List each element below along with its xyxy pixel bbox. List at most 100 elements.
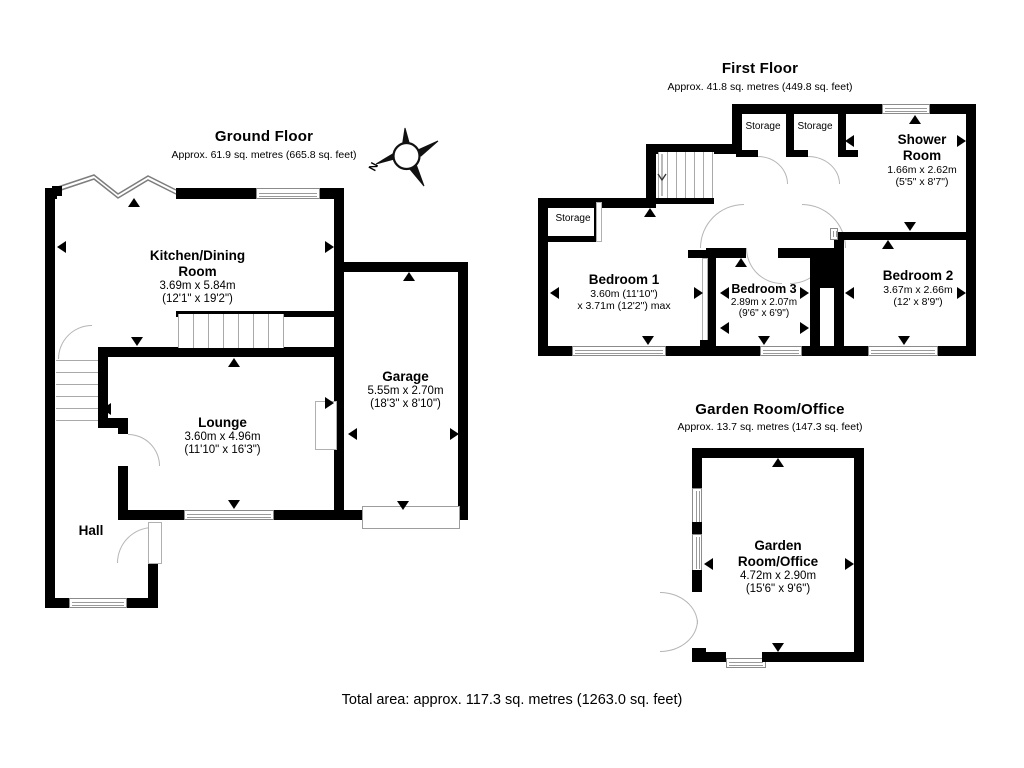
room-label-bedroom-1: Bedroom 1 3.60m (11'10") x 3.71m (12'2")…: [546, 272, 702, 312]
arrow-bedroom3-east-lower: [800, 322, 809, 334]
arrow-kitchen-west: [57, 241, 66, 253]
room-name-bedroom2: Bedroom 2: [882, 268, 954, 283]
garage-door-panel[interactable]: [362, 506, 460, 529]
wall-kitchen-lounge-divider: [98, 347, 344, 357]
wall-gf-top-stub: [45, 188, 57, 199]
wall-b1-b3-jog: [688, 250, 710, 258]
room-dim-bedroom3-metric: 2.89m x 2.07m: [730, 296, 798, 308]
wall-ff-step-v1: [732, 104, 742, 144]
wall-storage3-bottom: [548, 236, 594, 242]
arrow-garden-north: [772, 458, 784, 467]
wall-garden-left-b: [692, 522, 702, 536]
wall-bedroom3-right: [810, 248, 820, 356]
garden-room-title: Garden Room/Office: [695, 401, 845, 418]
wall-hall-bottom-left: [45, 598, 69, 608]
wall-bedroom3-top-right: [778, 248, 820, 258]
stairs-hall: [56, 360, 100, 422]
window-bedroom1-south: [572, 346, 666, 356]
arrow-kitchen-south: [131, 337, 143, 346]
arrow-lounge-west: [102, 403, 111, 415]
room-name-kitchen-line1: Kitchen/Dining: [149, 248, 246, 263]
wall-gf-left-upper: [45, 188, 55, 358]
wall-gf-top-right: [320, 188, 344, 199]
arrow-garage-west: [348, 428, 357, 440]
room-dim-kitchen-metric: 3.69m x 5.84m: [159, 279, 236, 292]
room-name-kitchen-line2: Room: [178, 263, 217, 279]
door-landing-to-bedroom3[interactable]: [746, 248, 782, 284]
storage-label-1: Storage: [745, 121, 781, 132]
wall-ff-bottom-c: [726, 346, 760, 356]
arrow-kitchen-east: [325, 241, 334, 253]
arrow-garage-east: [450, 428, 459, 440]
wall-ff-bottom-e: [834, 346, 868, 356]
room-dim-shower-metric: 1.66m x 2.62m: [887, 163, 957, 176]
window-kitchen-north: [256, 188, 320, 199]
room-dim-garden-metric: 4.72m x 2.90m: [739, 569, 817, 582]
door-under-stairs[interactable]: [58, 325, 92, 359]
total-area-text: Total area: approx. 117.3 sq. metres (12…: [341, 692, 683, 708]
arrow-lounge-south: [228, 500, 240, 509]
arrow-garden-east: [845, 558, 854, 570]
front-door-leaf[interactable]: [148, 522, 162, 564]
wall-hall-bottom-right: [127, 598, 158, 608]
arrow-bedroom3-north: [735, 258, 747, 267]
arrow-landing-north: [644, 208, 656, 217]
wall-garden-bottom-right: [762, 652, 864, 662]
arrow-bedroom3-west-lower: [720, 322, 729, 334]
wall-garage-top: [344, 262, 468, 272]
storage3-door-leaf[interactable]: [596, 202, 602, 242]
stairs-ground-floor: [178, 314, 284, 348]
room-label-bedroom-3: Bedroom 3 2.89m x 2.07m (9'6" x 6'9"): [714, 282, 814, 320]
wall-ff-bottom-a: [538, 346, 572, 356]
wall-gf-top-left: [176, 188, 256, 199]
first-floor-subtitle: Approx. 41.8 sq. metres (449.8 sq. feet): [667, 81, 853, 93]
wall-hall-lounge-lower: [118, 466, 128, 512]
window-bedroom2-south: [868, 346, 938, 356]
door-storage-2[interactable]: [808, 156, 840, 184]
arrow-shower-north: [909, 115, 921, 124]
room-name-garden-line1: Garden: [754, 538, 802, 553]
room-dim-lounge-metric: 3.60m x 4.96m: [184, 430, 261, 443]
wall-garden-left-c: [692, 570, 702, 592]
wall-bedroom3-top-left: [706, 248, 746, 258]
ground-floor-title: Ground Floor: [214, 128, 314, 145]
wall-garage-right: [458, 262, 468, 520]
wall-bedroom2-left: [834, 240, 844, 356]
room-label-bedroom-2: Bedroom 2 3.67m x 2.66m (12' x 8'9"): [848, 268, 988, 308]
arrow-bedroom3-south: [758, 336, 770, 345]
room-name-bedroom1: Bedroom 1: [588, 272, 660, 287]
window-garden-west-upper: [692, 488, 702, 526]
wall-hall-lounge-jog: [98, 418, 126, 428]
wall-ff-step-v2: [646, 144, 656, 200]
arrow-garage-north: [403, 272, 415, 281]
storage-label-3: Storage: [555, 213, 591, 224]
door-storage-1[interactable]: [758, 156, 788, 184]
room-label-hall: Hall: [48, 523, 134, 539]
wall-ff-stair-top: [656, 198, 714, 204]
wall-bedroom3-left: [706, 248, 716, 356]
first-floor-title: First Floor: [721, 60, 799, 77]
wall-lounge-right: [334, 356, 344, 520]
compass-rose: N: [367, 124, 442, 194]
wall-storage1-bottom-right: [786, 150, 808, 157]
wall-ff-top-right: [930, 104, 976, 114]
room-label-lounge: Lounge 3.60m x 4.96m (11'10" x 16'3"): [130, 415, 315, 458]
stair-arrow-icon: [657, 154, 667, 196]
arrow-bedroom2-south: [898, 336, 910, 345]
room-dim-kitchen-imperial: (12'1" x 19'2"): [162, 293, 233, 306]
room-dim-shower-imperial: (5'5" x 8'7"): [895, 175, 949, 188]
wall-gf-bifold-jamb: [52, 186, 62, 196]
arrow-bedroom2-west: [845, 287, 854, 299]
bifold-door-kitchen[interactable]: [56, 172, 180, 202]
room-dim-bedroom1-metric: 3.60m (11'10"): [590, 287, 658, 300]
wall-ff-top-left: [732, 104, 882, 114]
room-name-garage: Garage: [382, 369, 429, 384]
arrow-bedroom2-east: [957, 287, 966, 299]
wall-garden-top: [692, 448, 864, 458]
arrow-shower-south: [904, 222, 916, 231]
arrow-garden-south: [772, 643, 784, 652]
door-landing-to-bedroom1[interactable]: [700, 204, 744, 248]
wall-ff-step-h1: [646, 144, 742, 154]
room-name-lounge: Lounge: [198, 415, 247, 430]
